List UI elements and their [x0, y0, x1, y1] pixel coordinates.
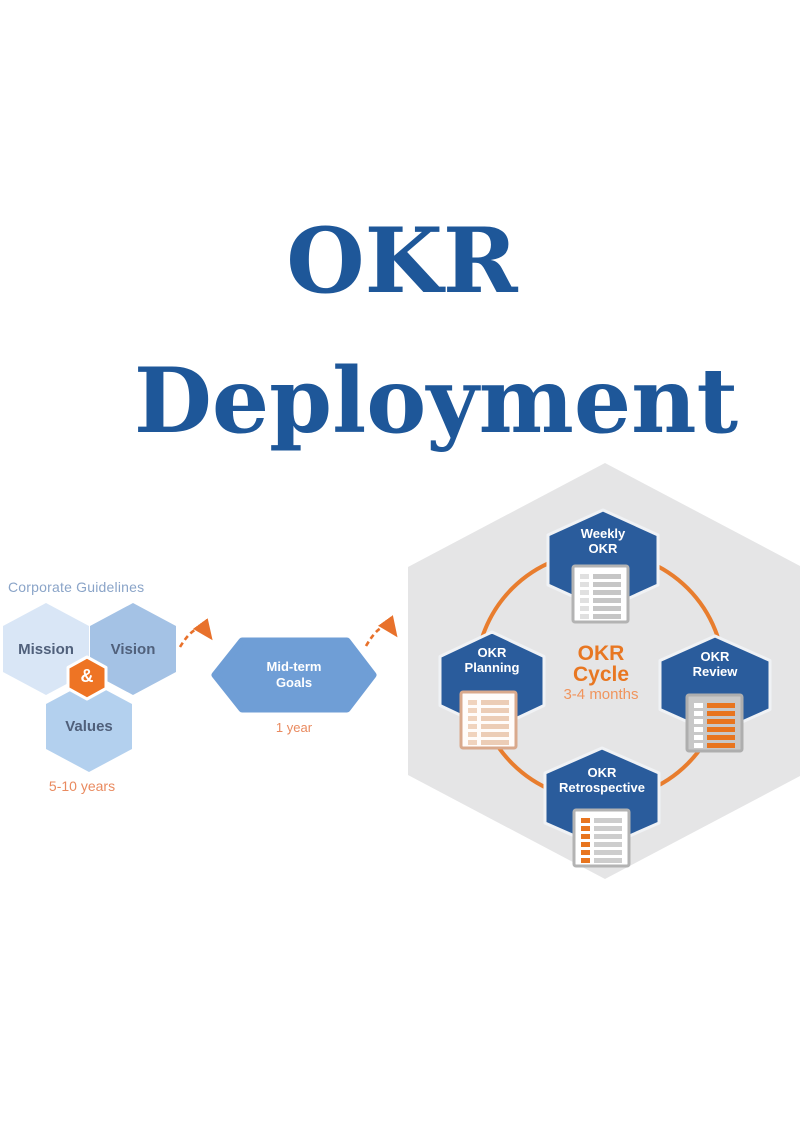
okr-cycle-title-line2: Cycle: [572, 663, 630, 686]
midterm-goals-label-line2: Goals: [275, 674, 313, 690]
weekly-okr-label-line1: Weekly: [580, 526, 626, 541]
weekly-okr-label: Weekly OKR: [548, 526, 658, 556]
okr-review-label: OKR Review: [660, 649, 770, 679]
okr-retrospective-document-icon: [572, 808, 631, 868]
okr-retrospective-label-line2: Retrospective: [559, 780, 645, 795]
page-title-line1: OKR: [286, 208, 518, 314]
ampersand-hexagon-icon: [66, 655, 108, 701]
mission-label: Mission: [18, 641, 74, 658]
vision-hexagon: [90, 603, 176, 695]
corporate-timeframe-label: 5-10 years: [48, 778, 116, 794]
weekly-okr-document-icon: [571, 564, 630, 624]
flow-arrow-left-icon: [178, 618, 213, 648]
okr-planning-label-line1: OKR: [477, 645, 507, 660]
midterm-goals-label-line1: Mid-term: [266, 659, 322, 674]
okr-review-label-line1: OKR: [700, 649, 730, 664]
okr-cycle-subtitle: 3-4 months: [563, 686, 639, 703]
okr-retrospective-label-line1: OKR: [587, 765, 617, 780]
midterm-timeframe-label: 1 year: [275, 720, 313, 735]
okr-cycle-center: OKR Cycle 3-4 months: [540, 643, 662, 703]
okr-cycle-title-line1: OKR: [577, 642, 625, 665]
okr-planning-label: OKR Planning: [440, 645, 544, 675]
midterm-goals-hexagon: [211, 637, 377, 713]
vision-label: Vision: [110, 641, 156, 658]
flow-arrow-right-icon: [364, 615, 398, 647]
weekly-okr-label-line2: OKR: [588, 541, 618, 556]
corporate-guidelines-heading: Corporate Guidelines: [8, 579, 145, 595]
ampersand-label: &: [80, 666, 94, 686]
okr-review-document-icon: [685, 693, 744, 753]
midterm-goals-label: Mid-term Goals: [234, 659, 354, 690]
values-hexagon: [46, 681, 132, 772]
cycle-background-hexagon: [408, 463, 800, 879]
page-title-line2: Deployment: [133, 348, 739, 454]
okr-planning-label-line2: Planning: [464, 660, 520, 675]
values-label: Values: [65, 718, 113, 735]
okr-retrospective-label: OKR Retrospective: [545, 765, 659, 795]
okr-planning-document-icon: [459, 690, 518, 750]
okr-review-label-line2: Review: [692, 664, 738, 679]
